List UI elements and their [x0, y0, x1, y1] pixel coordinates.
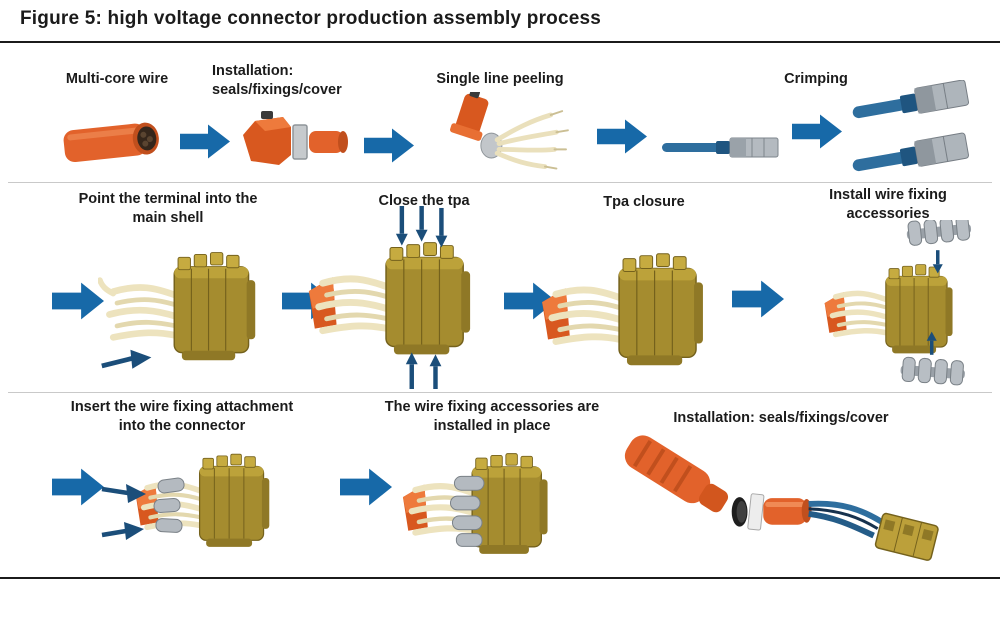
flow-arrow-icon — [364, 128, 414, 163]
step-label-tpa-closure: Tpa closure — [603, 194, 685, 210]
step-label-crimping: Crimping — [784, 71, 848, 87]
flow-arrow-icon — [792, 114, 842, 149]
seals-fixings-cover-illustration — [243, 111, 348, 165]
step-label-installation-seals-final: Installation: seals/fixings/cover — [673, 410, 889, 426]
install-wire-fixing-accessories-illustration — [824, 220, 973, 386]
figure-title: Figure 5: high voltage connector product… — [20, 8, 602, 29]
crimped-wires-illustration — [852, 80, 969, 172]
title-divider-line — [0, 41, 1000, 43]
flow-arrow-icon — [597, 119, 647, 154]
terminal-wire-illustration — [662, 137, 779, 158]
step-label-point-terminal: Point the terminal into the main shell — [78, 191, 258, 226]
step-label-install-accessories: Install wire fixing accessories — [829, 187, 947, 222]
step-label-insert-attachment: Insert the wire fixing attachment into t… — [70, 399, 294, 434]
flow-arrow-icon — [180, 124, 230, 159]
step-label-multi-core-wire: Multi-core wire — [65, 71, 169, 87]
step-label-single-line-peeling: Single line peeling — [436, 71, 564, 87]
close-tpa-illustration — [308, 206, 481, 389]
multi-core-wire-illustration — [63, 122, 159, 163]
single-line-peeling-illustration — [450, 92, 569, 170]
step-label-close-tpa: Close the tpa — [378, 193, 470, 209]
row-divider-line — [8, 392, 992, 393]
point-terminal-illustration — [98, 228, 260, 369]
flow-arrow-icon — [52, 468, 104, 506]
insert-wire-fixing-attachment-illustration — [101, 437, 275, 573]
flow-arrow-icon — [732, 280, 784, 318]
tpa-closure-illustration — [542, 233, 708, 381]
row-divider-line — [8, 182, 992, 183]
flow-arrow-icon — [52, 282, 104, 320]
final-assembly-illustration — [624, 435, 939, 561]
wire-fixing-installed-illustration — [402, 435, 572, 573]
bottom-border-line — [0, 577, 1000, 579]
flow-arrow-icon — [340, 468, 392, 506]
step-label-installation-seals: Installation: seals/fixings/cover — [212, 63, 342, 98]
step-label-accessories-installed: The wire fixing accessories are installe… — [384, 399, 600, 434]
